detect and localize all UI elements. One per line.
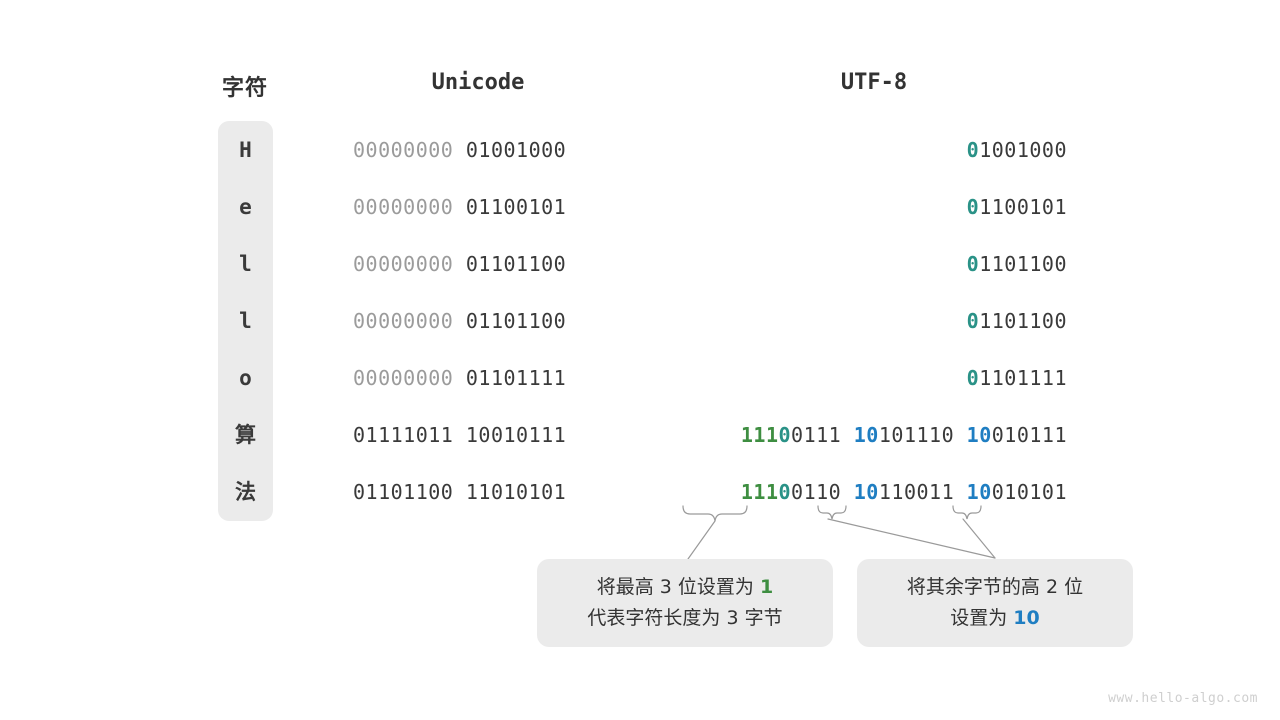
utf8-length-terminator-bit: 0: [778, 480, 792, 504]
callout-right-highlight: 10: [1013, 607, 1040, 629]
unicode-low-byte: 01100101: [465, 195, 567, 219]
unicode-high-byte: 01111011: [353, 423, 454, 447]
utf8-leading-zero-bit: 0: [966, 366, 980, 390]
unicode-bits: 00000000 01001000: [353, 135, 566, 165]
utf8-payload-bits: 0110: [791, 480, 842, 504]
utf8-payload-bits: 1101100: [979, 309, 1067, 333]
column-header-utf8: UTF-8: [840, 70, 908, 95]
callout-left-line1: 将最高 3 位设置为 1: [597, 572, 773, 603]
utf8-payload-bits: 110011: [878, 480, 955, 504]
leader-line-right-from-byte2: [827, 518, 996, 559]
unicode-high-byte: 00000000: [353, 309, 454, 333]
character-cell: 法: [235, 480, 256, 504]
utf8-length-terminator-bit: 0: [778, 423, 792, 447]
utf8-continuation-marker-bits: 10: [853, 423, 879, 447]
utf8-payload-bits: 010111: [991, 423, 1067, 447]
column-header-character: 字符: [221, 76, 269, 101]
utf8-bits: 01101111: [967, 363, 1067, 393]
unicode-low-byte: 01101100: [465, 309, 567, 333]
utf8-continuation-marker-bits: 10: [966, 423, 992, 447]
callout-right-line2-text: 设置为: [950, 607, 1014, 629]
utf8-leading-zero-bit: 0: [966, 252, 980, 276]
character-cell: l: [239, 252, 252, 276]
unicode-high-byte: 01101100: [353, 480, 454, 504]
unicode-high-byte: 00000000: [353, 195, 454, 219]
character-cell: 算: [235, 423, 256, 447]
unicode-high-byte: 00000000: [353, 366, 454, 390]
character-cell: o: [239, 366, 252, 390]
utf8-bits: 11100111 10101110 10010111: [741, 420, 1067, 450]
utf8-bits: 01100101: [967, 192, 1067, 222]
site-watermark: www.hello-algo.com: [1108, 691, 1258, 706]
callout-left-line1-text: 将最高 3 位设置为: [596, 576, 760, 598]
callout-continuation-marker: 将其余字节的高 2 位 设置为 10: [857, 559, 1133, 647]
brace-length-marker: [682, 505, 748, 522]
unicode-low-byte: 10010111: [465, 423, 567, 447]
character-cell: l: [239, 309, 252, 333]
utf8-bits: 01101100: [967, 306, 1067, 336]
unicode-bits: 00000000 01100101: [353, 192, 566, 222]
brace-continuation-byte2: [817, 505, 847, 520]
leader-line-right-from-byte3: [962, 518, 996, 559]
unicode-low-byte: 01101111: [465, 366, 567, 390]
utf8-leading-zero-bit: 0: [966, 195, 980, 219]
character-column-panel: [218, 121, 273, 521]
utf8-leading-zero-bit: 0: [966, 309, 980, 333]
utf8-bits: 11100110 10110011 10010101: [741, 477, 1067, 507]
column-header-unicode: Unicode: [431, 70, 525, 95]
utf8-payload-bits: 101110: [878, 423, 955, 447]
unicode-bits: 00000000 01101100: [353, 249, 566, 279]
callout-length-marker: 将最高 3 位设置为 1 代表字符长度为 3 字节: [537, 559, 833, 647]
utf8-payload-bits: 1001000: [979, 138, 1067, 162]
utf8-payload-bits: 1100101: [979, 195, 1067, 219]
utf8-bits: 01101100: [967, 249, 1067, 279]
utf8-leading-zero-bit: 0: [966, 138, 980, 162]
leader-line-left: [687, 520, 716, 560]
unicode-bits: 01101100 11010101: [353, 477, 566, 507]
unicode-bits: 01111011 10010111: [353, 420, 566, 450]
unicode-bits: 00000000 01101100: [353, 306, 566, 336]
callout-left-highlight: 1: [759, 576, 774, 598]
utf8-payload-bits: 1101100: [979, 252, 1067, 276]
character-cell: H: [239, 138, 252, 162]
callout-right-line2: 设置为 10: [950, 603, 1040, 634]
unicode-low-byte: 01101100: [465, 252, 567, 276]
utf8-length-marker-bits: 111: [740, 423, 779, 447]
utf8-continuation-marker-bits: 10: [966, 480, 992, 504]
unicode-high-byte: 00000000: [353, 138, 454, 162]
unicode-bits: 00000000 01101111: [353, 363, 566, 393]
utf8-length-marker-bits: 111: [740, 480, 779, 504]
character-cell: e: [239, 195, 252, 219]
unicode-low-byte: 11010101: [465, 480, 567, 504]
utf8-payload-bits: 1101111: [979, 366, 1067, 390]
brace-continuation-byte3: [952, 505, 982, 520]
utf8-bits: 01001000: [967, 135, 1067, 165]
callout-left-line2: 代表字符长度为 3 字节: [587, 607, 783, 629]
utf8-payload-bits: 010101: [991, 480, 1067, 504]
unicode-low-byte: 01001000: [465, 138, 567, 162]
unicode-high-byte: 00000000: [353, 252, 454, 276]
utf8-payload-bits: 0111: [791, 423, 842, 447]
utf8-continuation-marker-bits: 10: [853, 480, 879, 504]
callout-right-line1: 将其余字节的高 2 位: [906, 576, 1084, 598]
